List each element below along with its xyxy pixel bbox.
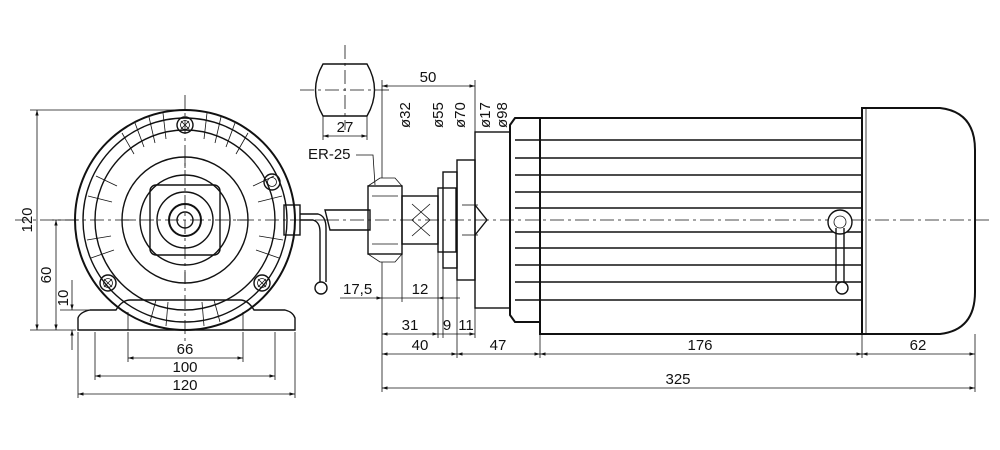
label-er25: ER-25 — [308, 146, 351, 163]
side-fan-cover — [861, 107, 976, 335]
front-screws — [99, 116, 281, 292]
dim-front-height-10: 10 — [55, 290, 72, 307]
dim-len-11: 11 — [458, 317, 474, 334]
dim-len-62: 62 — [910, 337, 927, 354]
side-body-fins — [515, 139, 862, 301]
side-view: ER-25 ø32 ø55 ø70 ø17 ø98 50 17,5 12 — [308, 69, 990, 392]
front-collet-nut — [168, 203, 202, 237]
dim-front-height-120: 120 — [19, 207, 36, 232]
dim-dia-32: ø32 — [397, 102, 414, 128]
dim-len-31: 31 — [402, 317, 419, 334]
side-motor-body — [539, 117, 863, 335]
side-tool-bit — [324, 209, 371, 231]
dim-front-width-66: 66 — [177, 341, 194, 358]
dim-len-47: 47 — [490, 337, 507, 354]
dim-front-height-60: 60 — [38, 267, 55, 284]
dim-len-40: 40 — [412, 337, 429, 354]
dim-len-17-5: 17,5 — [343, 281, 372, 298]
dim-len-176: 176 — [687, 337, 712, 354]
dim-front-width-100: 100 — [172, 359, 197, 376]
dim-len-12: 12 — [412, 281, 429, 298]
side-cable-gland — [827, 209, 853, 235]
front-feet — [77, 299, 296, 331]
dim-front-width-120: 120 — [172, 377, 197, 394]
front-cooling-fins — [86, 112, 284, 327]
dim-shaft-width-27: 27 — [337, 119, 354, 136]
dim-len-9: 9 — [443, 317, 451, 334]
dim-dia-55: ø55 — [430, 102, 447, 128]
front-view: 120 60 10 66 100 120 — [15, 95, 328, 398]
shaft-section-view: 27 — [300, 45, 392, 140]
dim-dia-98: ø98 — [494, 102, 511, 128]
dim-dia-70: ø70 — [452, 102, 469, 128]
dim-total-325: 325 — [665, 371, 690, 388]
dim-top-50: 50 — [420, 69, 437, 86]
dim-dia-17: ø17 — [477, 102, 494, 128]
